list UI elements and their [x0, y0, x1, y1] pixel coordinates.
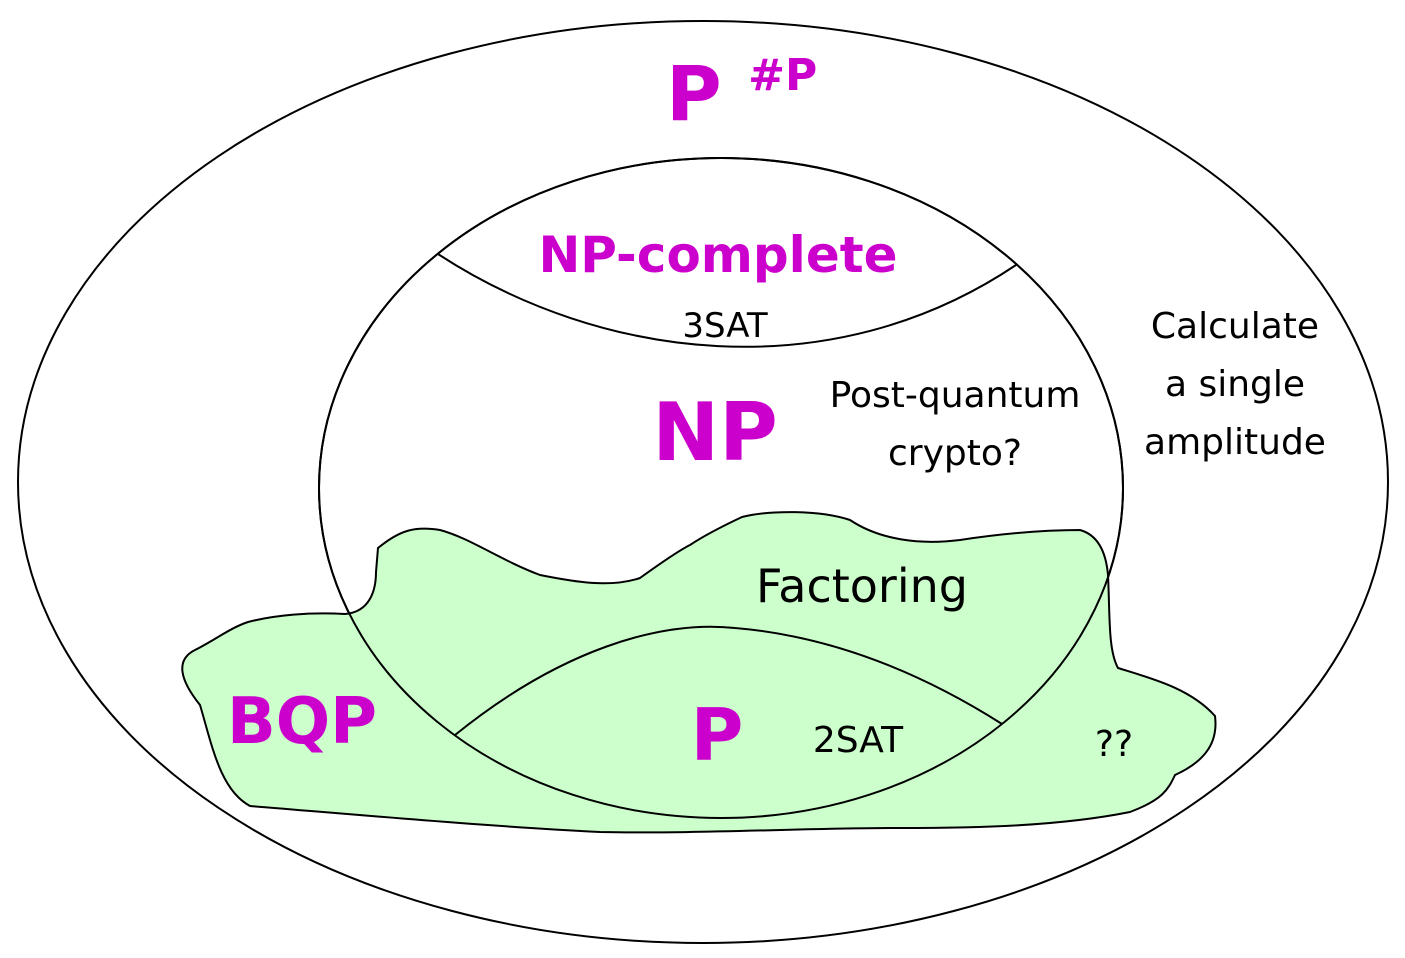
p-sharp-p-label: P #P: [666, 49, 817, 138]
post-quantum-line2: crypto?: [888, 433, 1022, 474]
post-quantum-line1: Post-quantum: [830, 375, 1081, 416]
p-sharp-p-superscript: #P: [748, 50, 817, 101]
two-sat-label: 2SAT: [813, 720, 904, 761]
np-complete-label: NP-complete: [538, 226, 897, 284]
p-sharp-p-base: P: [666, 49, 722, 138]
np-complete-boundary: [437, 253, 1017, 348]
bqp-label: BQP: [227, 685, 377, 759]
bqp-region: [181, 511, 1217, 834]
calculate-line3: amplitude: [1144, 422, 1326, 463]
calculate-line1: Calculate: [1151, 306, 1319, 347]
unknown-label: ??: [1095, 724, 1133, 765]
three-sat-label: 3SAT: [682, 306, 767, 346]
np-label: NP: [652, 386, 778, 479]
np-outline: [318, 157, 1124, 819]
p-boundary: [454, 625, 1003, 736]
calculate-line2: a single: [1165, 364, 1305, 405]
factoring-label: Factoring: [756, 559, 968, 613]
p-label: P: [691, 693, 744, 777]
